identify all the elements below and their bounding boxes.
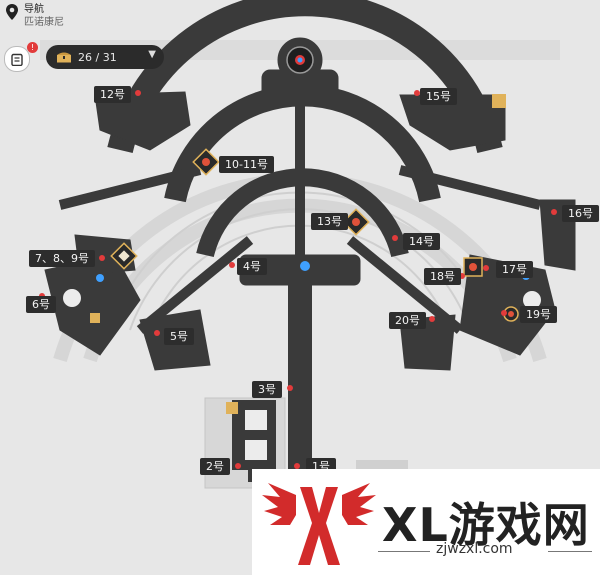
room-label-12[interactable]: 12号 [94, 86, 131, 103]
room-label-14[interactable]: 14号 [403, 233, 440, 250]
room-label-5[interactable]: 5号 [164, 328, 194, 345]
chest-icon-10-11[interactable] [192, 148, 220, 176]
chest-icon-13[interactable] [342, 208, 370, 236]
watermark-brand: XL游戏网 [382, 498, 590, 552]
watermark-logo-box: XL游戏网 zjwzxl.com [252, 469, 600, 575]
room-label-7-8-9[interactable]: 7、8、9号 [29, 250, 95, 267]
room-label-19[interactable]: 19号 [520, 306, 557, 323]
watermark-url: zjwzxl.com [436, 541, 513, 557]
player-arrow-icon[interactable] [300, 261, 310, 271]
navigation-header: 导航 匹诺康尼 [6, 4, 64, 30]
task-list-button[interactable] [4, 46, 30, 72]
room-label-15[interactable]: 15号 [420, 88, 457, 105]
divider [548, 551, 592, 552]
treasure-chest-icon [57, 52, 71, 63]
room-label-17[interactable]: 17号 [496, 261, 533, 278]
winged-x-logo-icon [262, 483, 376, 565]
caret-down-icon: ▼ [148, 49, 156, 60]
room-label-6[interactable]: 6号 [26, 296, 56, 313]
room-label-18[interactable]: 18号 [424, 268, 461, 285]
compass-icon[interactable] [286, 46, 314, 74]
location-dots[interactable] [39, 90, 557, 469]
room-label-10-11[interactable]: 10-11号 [219, 156, 274, 173]
clipboard-icon [11, 53, 23, 66]
room-label-3[interactable]: 3号 [252, 381, 282, 398]
chest-counter-dropdown[interactable]: 26 / 31 ▼ [46, 45, 164, 69]
divider [378, 551, 430, 552]
chest-markers[interactable] [90, 94, 519, 414]
map-pin-icon [6, 4, 18, 20]
room-label-13[interactable]: 13号 [311, 213, 348, 230]
chest-count: 26 / 31 [78, 50, 117, 64]
room-label-16[interactable]: 16号 [562, 205, 599, 222]
floor-plan [44, 0, 576, 482]
room-label-2[interactable]: 2号 [200, 458, 230, 475]
puzzle-icon-2[interactable] [226, 402, 238, 414]
puzzle-icon-6[interactable] [90, 313, 100, 323]
warp-west-icon[interactable] [96, 274, 104, 282]
room-label-20[interactable]: 20号 [389, 312, 426, 329]
chest-icon-19[interactable] [503, 306, 519, 322]
puzzle-icon-15[interactable] [492, 94, 506, 108]
chest-icon-18[interactable] [463, 257, 483, 277]
chest-icon-7-9[interactable] [110, 242, 138, 270]
nav-title: 导航 [24, 4, 44, 15]
room-voids [63, 289, 541, 460]
nav-subtitle: 匹诺康尼 [24, 17, 64, 28]
notification-badge: ! [27, 42, 38, 53]
room-label-4[interactable]: 4号 [237, 258, 267, 275]
